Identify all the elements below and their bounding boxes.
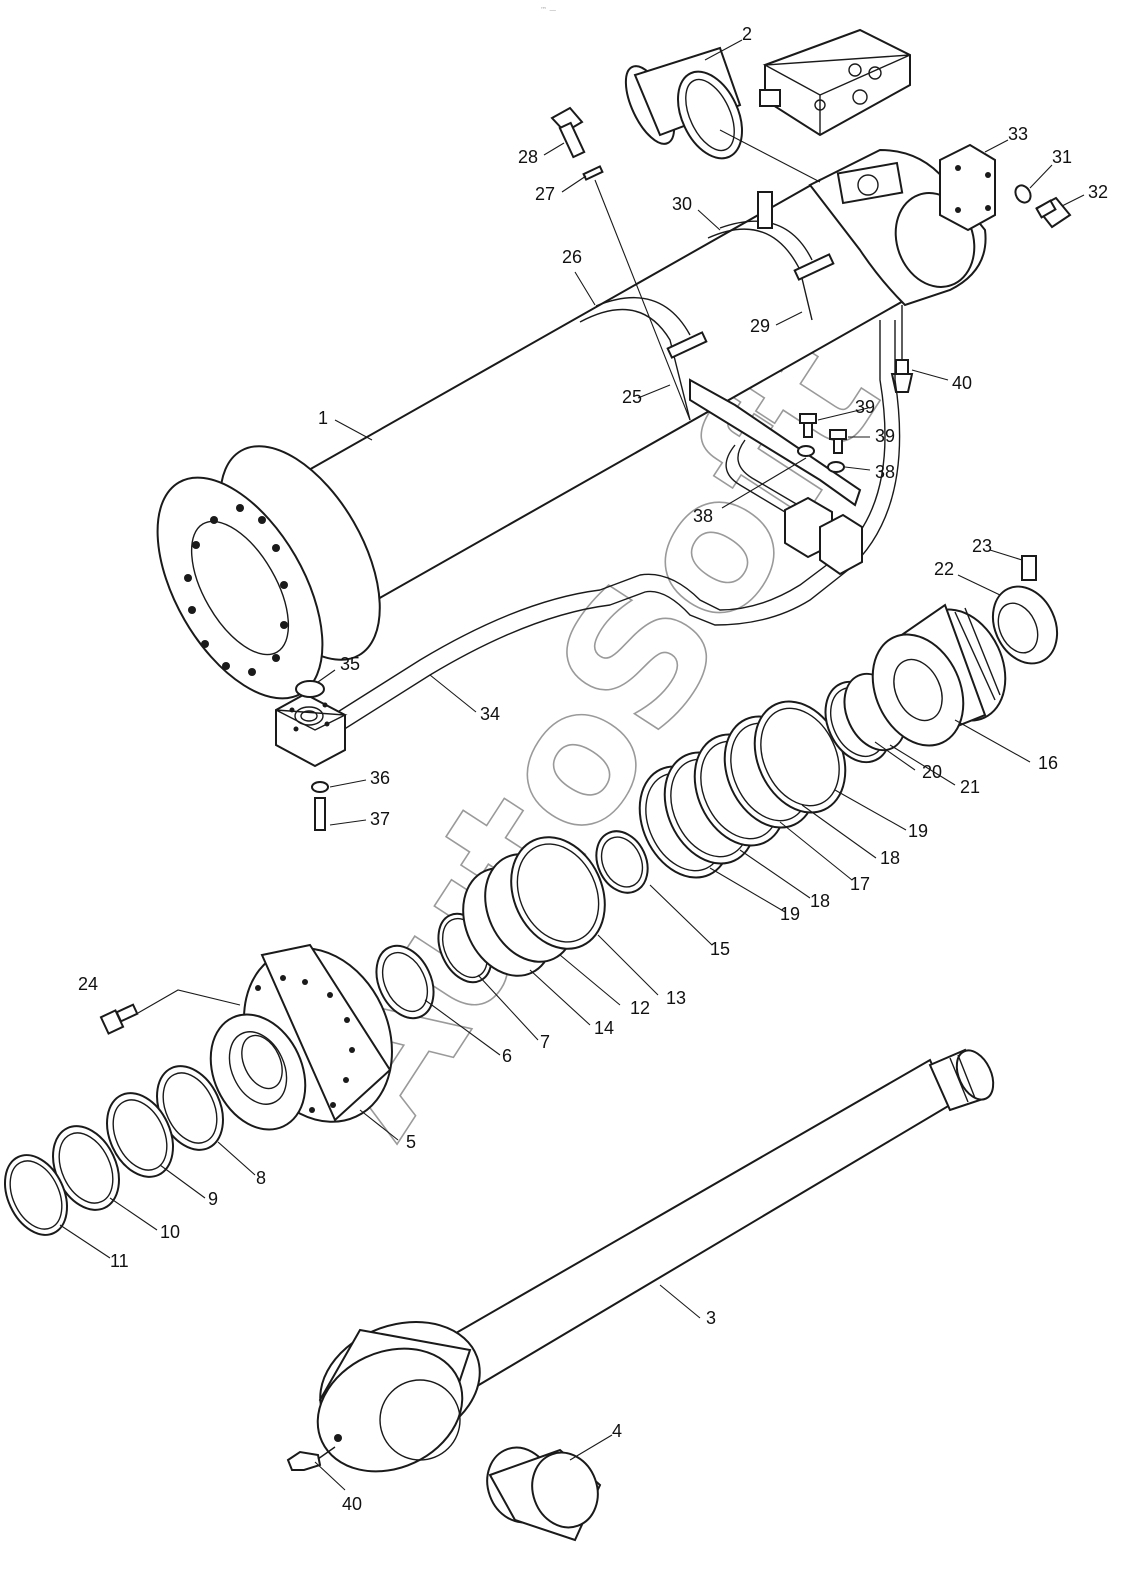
- bolt-37: [314, 797, 326, 831]
- screw-24: [99, 1003, 139, 1035]
- label-34: 34: [480, 704, 500, 724]
- label-5: 5: [406, 1132, 416, 1152]
- nut-22: [991, 585, 1059, 665]
- label-25: 25: [622, 387, 642, 407]
- label-12: 12: [630, 998, 650, 1018]
- label-22: 22: [934, 559, 954, 579]
- label-37: 37: [370, 809, 390, 829]
- label-13: 13: [666, 988, 686, 1008]
- pin-27: [582, 165, 604, 181]
- valve-block: [759, 28, 911, 137]
- label-35: 35: [340, 654, 360, 674]
- label-31: 31: [1052, 147, 1072, 167]
- washer-38b: [827, 461, 845, 473]
- bolt-28: [550, 106, 586, 159]
- bushing-6: [375, 944, 435, 1020]
- flange-block-34: [275, 692, 348, 768]
- bushing-4: [486, 1446, 602, 1542]
- label-14: 14: [594, 1018, 614, 1038]
- label-7: 7: [540, 1032, 550, 1052]
- washer-38a: [797, 445, 815, 457]
- label-40b: 40: [342, 1494, 362, 1514]
- label-28: 28: [518, 147, 538, 167]
- label-4: 4: [612, 1421, 622, 1441]
- flange-bolt-holes: [184, 504, 288, 676]
- cylinder-tube: [156, 143, 996, 700]
- label-29: 29: [750, 316, 770, 336]
- bushing-2: [624, 46, 743, 160]
- label-27: 27: [535, 184, 555, 204]
- leader-lines: [59, 39, 1085, 1491]
- bolt-39b: [829, 429, 847, 454]
- label-21: 21: [960, 777, 980, 797]
- label-2: 2: [742, 24, 752, 44]
- grease-fitting-40-top: [890, 305, 914, 393]
- bushing-15: [595, 830, 649, 894]
- label-8: 8: [256, 1168, 266, 1188]
- label-10: 10: [160, 1222, 180, 1242]
- label-19b: 19: [780, 904, 800, 924]
- label-40a: 40: [952, 373, 972, 393]
- callout-labels: 1 2 3 4 5 6 7 8 9 10 11 12 13 14 15 16 1…: [78, 24, 1108, 1514]
- label-16: 16: [1038, 753, 1058, 773]
- label-1: 1: [318, 408, 328, 428]
- cylinder-head-5: [209, 943, 393, 1131]
- label-19a: 19: [908, 821, 928, 841]
- ring-13: [510, 836, 606, 950]
- washer-36: [311, 781, 329, 793]
- label-38a: 38: [693, 506, 713, 526]
- seal-9: [106, 1092, 174, 1178]
- piston-16: [871, 603, 1007, 747]
- label-30: 30: [672, 194, 692, 214]
- set-screw-23: [1021, 555, 1037, 581]
- label-6: 6: [502, 1046, 512, 1066]
- label-32: 32: [1088, 182, 1108, 202]
- label-15: 15: [710, 939, 730, 959]
- washer-31: [1014, 184, 1032, 204]
- label-39b: 39: [875, 426, 895, 446]
- label-26: 26: [562, 247, 582, 267]
- o-ring-35: [295, 680, 325, 698]
- piston-rod-3: [316, 1048, 995, 1473]
- header-mark: ™ —: [540, 6, 556, 14]
- label-24: 24: [78, 974, 98, 994]
- label-23: 23: [972, 536, 992, 556]
- label-38b: 38: [875, 462, 895, 482]
- pipe-flange-right: [784, 496, 863, 576]
- hydraulic-pipe-34: [324, 320, 901, 736]
- grease-fitting-40-bottom: [286, 1446, 336, 1471]
- bolt-39a: [799, 413, 817, 438]
- label-33: 33: [1008, 124, 1028, 144]
- label-17: 17: [850, 874, 870, 894]
- label-18b: 18: [810, 891, 830, 911]
- label-20: 20: [922, 762, 942, 782]
- label-39a: 39: [855, 397, 875, 417]
- label-11: 11: [110, 1251, 129, 1271]
- bolt-32: [1035, 196, 1072, 229]
- label-18a: 18: [880, 848, 900, 868]
- label-9: 9: [208, 1189, 218, 1209]
- label-3: 3: [706, 1308, 716, 1328]
- label-36: 36: [370, 768, 390, 788]
